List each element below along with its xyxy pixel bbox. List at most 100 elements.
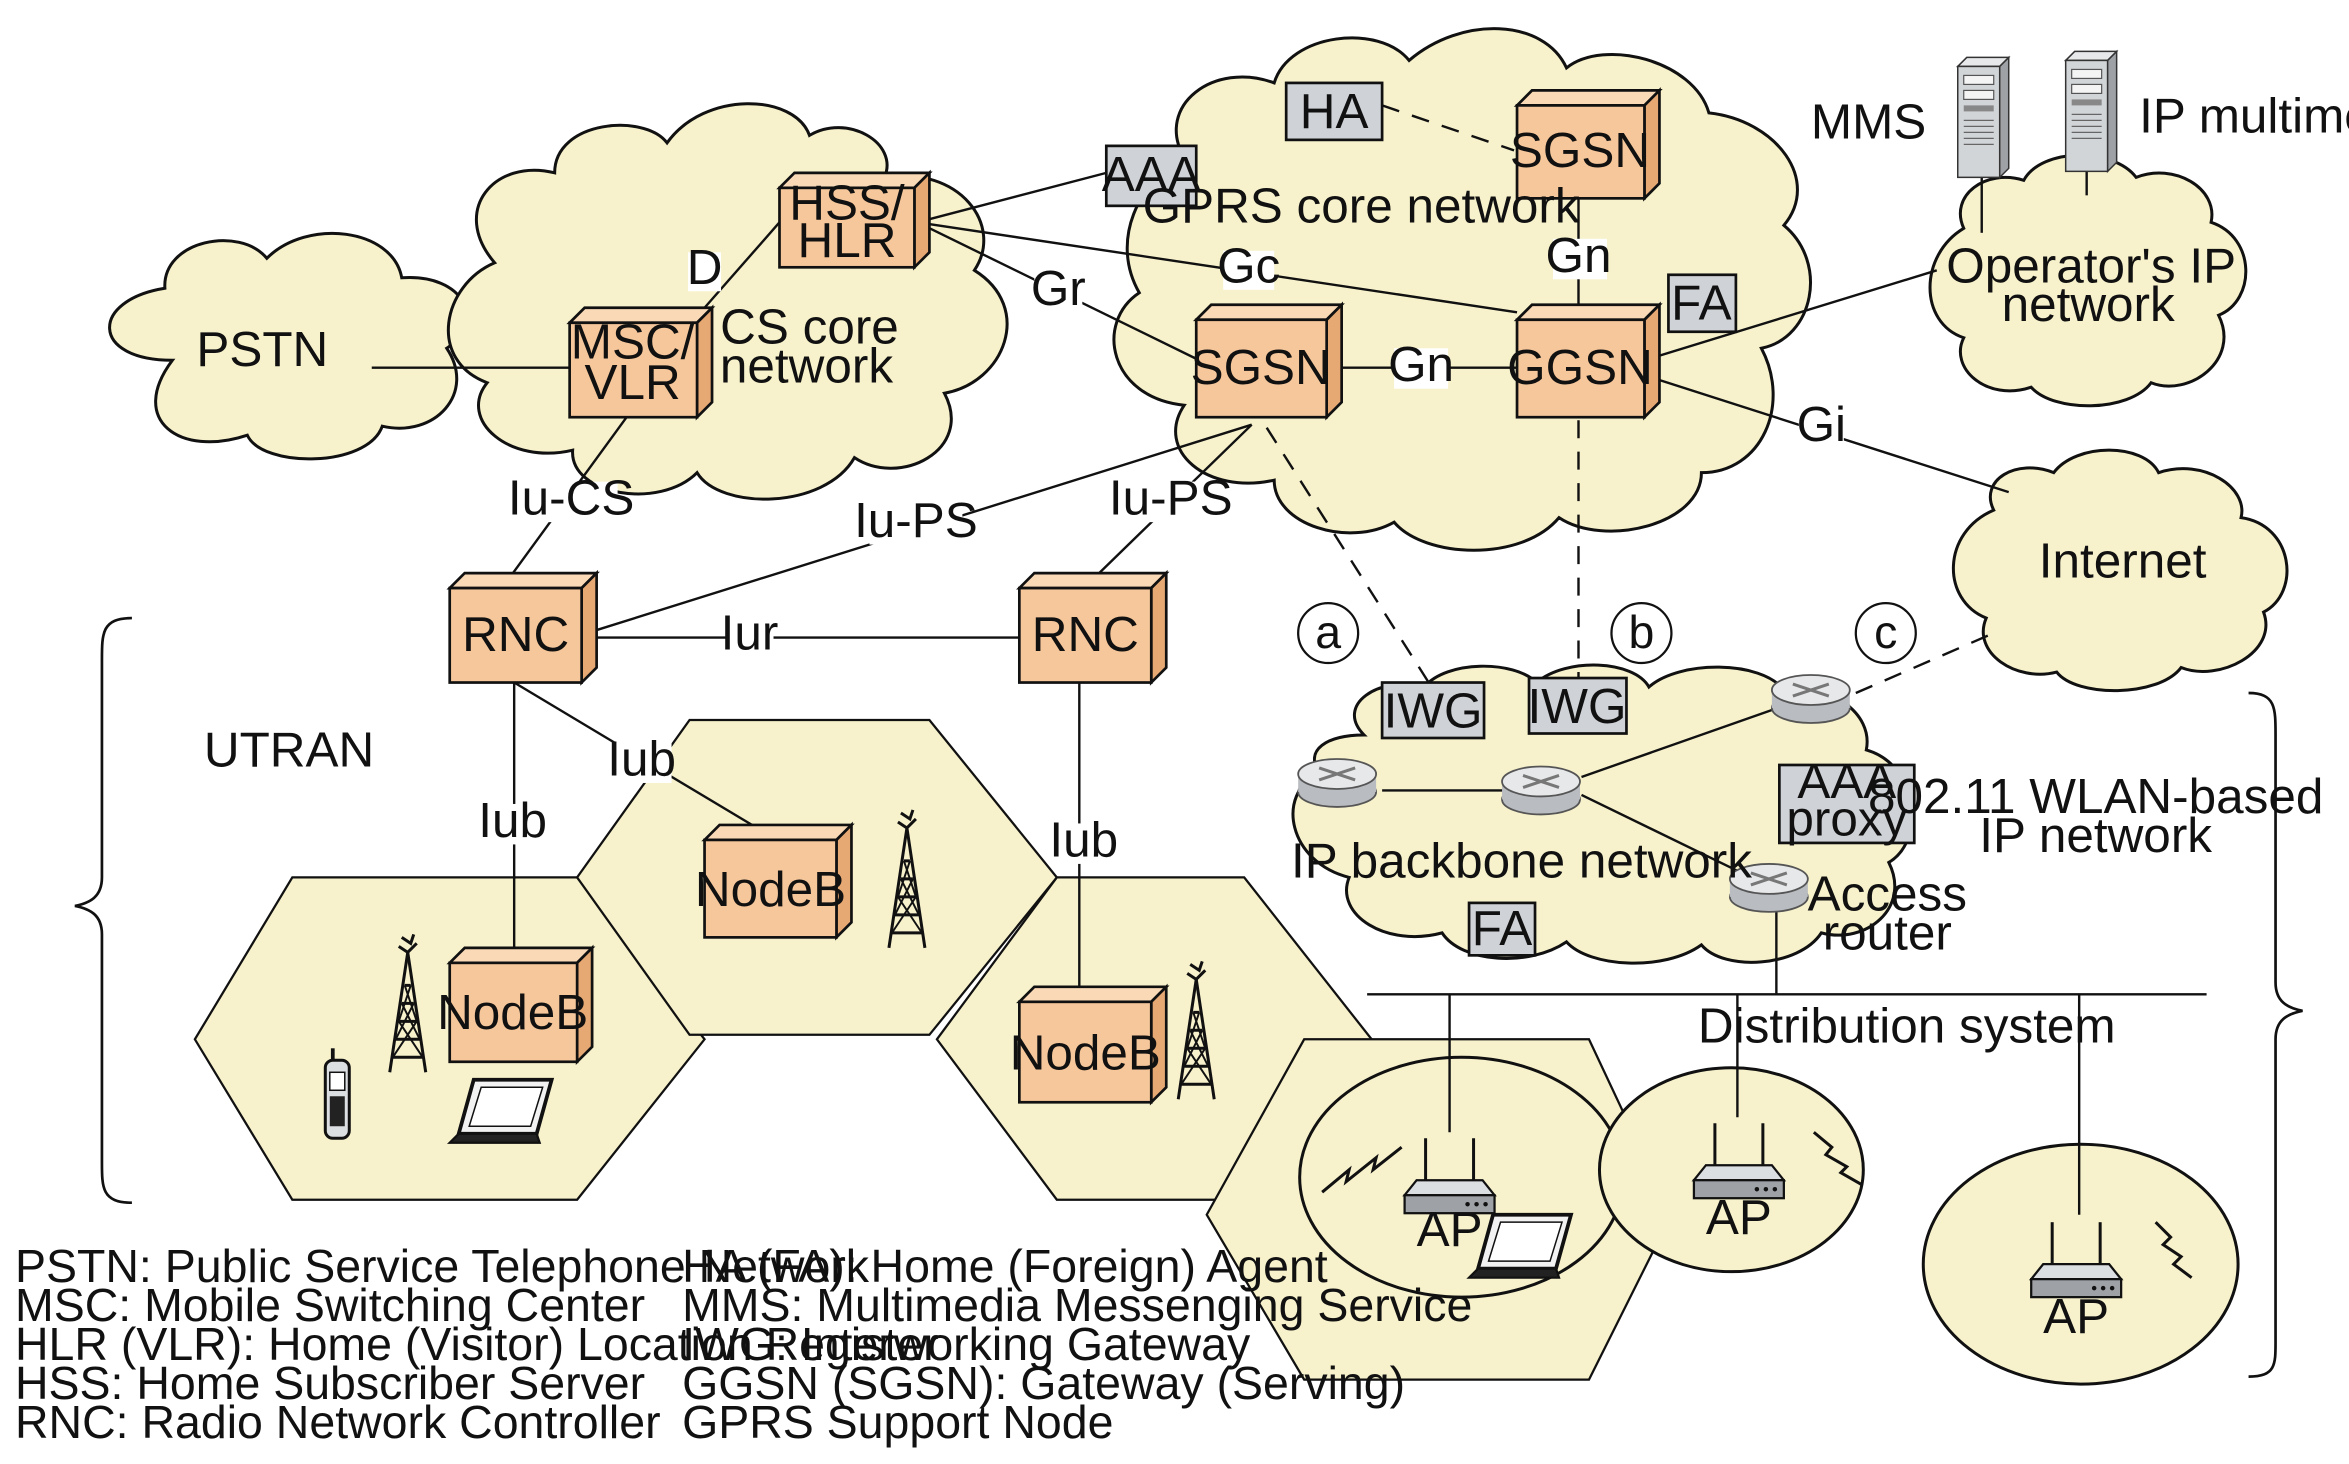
aaa-proxy-label-line2: proxy xyxy=(1786,791,1907,846)
legend-left: PSTN: Public Service Telephone Network M… xyxy=(15,1240,939,1448)
aaa-label: AAA xyxy=(1102,147,1201,202)
operator-ip-label-line2: network xyxy=(2002,277,2175,332)
node-msc-vlr: MSC/ VLR xyxy=(566,304,716,421)
utran-label: UTRAN xyxy=(204,722,374,777)
interface-iu-ps-left-label: Iu-PS xyxy=(854,493,978,548)
legend-item: MSC: Mobile Switching Center xyxy=(15,1279,645,1331)
wlan-label-line1: 802.11 WLAN-based xyxy=(1868,769,2323,824)
rnc-right-label: RNC xyxy=(1032,607,1139,662)
option-b-label: b xyxy=(1629,606,1655,658)
legend-item: HSS: Home Subscriber Server xyxy=(15,1357,645,1409)
wireless-signals xyxy=(1321,1131,2193,1279)
interface-gc-label: Gc xyxy=(1217,238,1280,293)
node-rnc-left: RNC xyxy=(446,569,600,686)
ip-multimedia-label: IP multimedia xyxy=(2139,88,2349,143)
ip-backbone-label: IP backbone network xyxy=(1291,833,1752,888)
interface-iu-cs-label: Iu-CS xyxy=(508,471,634,526)
node-nodeb-1: NodeB xyxy=(437,944,596,1066)
interface-gi-label: Gi xyxy=(1797,397,1846,452)
router-icon xyxy=(1296,757,1378,809)
distribution-system-label: Distribution system xyxy=(1698,998,2116,1053)
ap-3-label: AP xyxy=(2043,1289,2109,1344)
msc-vlr-label-line2: VLR xyxy=(584,355,680,410)
legend-item: RNC: Radio Network Controller xyxy=(15,1396,661,1448)
ip-multimedia-server-icon xyxy=(2064,50,2118,173)
mms-label: MMS xyxy=(1811,94,1926,149)
nodeb-3-label: NodeB xyxy=(1010,1025,1161,1080)
box-iwg-2: IWG xyxy=(1528,676,1628,735)
wlan-brace xyxy=(2248,691,2303,1378)
interface-iub-2-label: Iub xyxy=(607,731,676,786)
gprs-core-label: GPRS core network xyxy=(1143,178,1580,233)
nodeb-1-label: NodeB xyxy=(437,985,588,1040)
hss-hlr-label-line2: HLR xyxy=(797,213,896,268)
legend-item: GPRS Support Node xyxy=(682,1396,1113,1448)
connections xyxy=(371,165,2207,1215)
box-iwg-1: IWG xyxy=(1380,681,1486,740)
utran-brace xyxy=(74,616,132,1205)
interface-iur-label: Iur xyxy=(721,606,779,661)
rnc-left-label: RNC xyxy=(462,607,569,662)
router-icon xyxy=(1770,673,1852,725)
aaa-proxy-label-line1: AAA xyxy=(1797,754,1896,809)
ap-2-label: AP xyxy=(1706,1190,1772,1245)
node-hss-hlr: HSS/ HLR xyxy=(776,169,933,271)
sgsn-top-label: SGSN xyxy=(1510,123,1650,178)
box-aaa-proxy: AAA proxy xyxy=(1778,754,1916,846)
option-circle-b: b xyxy=(1610,601,1673,665)
ggsn-label: GGSN xyxy=(1507,340,1653,395)
node-rnc-right: RNC xyxy=(1016,569,1170,686)
node-sgsn-main: SGSN xyxy=(1191,301,1345,421)
sgsn-main-label: SGSN xyxy=(1191,340,1331,395)
fa-core-label: FA xyxy=(1671,276,1731,331)
option-circle-c: c xyxy=(1854,601,1917,665)
pstn-label: PSTN xyxy=(196,322,328,377)
wlan-label-line2: IP network xyxy=(1979,808,2212,863)
interface-d-label: D xyxy=(687,240,723,295)
iwg-2-label: IWG xyxy=(1528,679,1627,734)
legend-item: HLR (VLR): Home (Visitor) Location Regis… xyxy=(15,1318,939,1370)
internet-label: Internet xyxy=(2039,534,2207,589)
option-a-label: a xyxy=(1315,606,1341,658)
option-c-label: c xyxy=(1874,606,1897,658)
legend-item: PSTN: Public Service Telephone Network xyxy=(15,1240,870,1292)
box-fa-backbone: FA xyxy=(1467,901,1537,957)
fa-backbone-label: FA xyxy=(1472,901,1532,956)
interface-iub-3-label: Iub xyxy=(1049,812,1118,867)
interface-iu-ps-right-label: Iu-PS xyxy=(1109,471,1233,526)
interface-gr-label: Gr xyxy=(1031,261,1086,316)
dashed-links xyxy=(1265,104,1995,695)
hss-hlr-label-line1: HSS/ xyxy=(789,175,905,230)
legend-item: GGSN (SGSN): Gateway (Serving) xyxy=(682,1357,1405,1409)
interface-gn-horizontal-label: Gn xyxy=(1388,337,1454,392)
cs-core-label-line2: network xyxy=(720,339,893,394)
legend-item: MMS: Multimedia Messenging Service xyxy=(682,1279,1472,1331)
iwg-1-label: IWG xyxy=(1384,684,1483,739)
interface-gn-vertical-label: Gn xyxy=(1545,228,1611,283)
ha-label: HA xyxy=(1300,84,1369,139)
legend-item: HA (FA): Home (Foreign) Agent xyxy=(682,1240,1328,1292)
option-circle-a: a xyxy=(1297,601,1360,665)
mobile-phone-icon xyxy=(323,1046,352,1141)
ap-1-label: AP xyxy=(1417,1202,1483,1257)
interface-iub-1-label: Iub xyxy=(478,793,547,848)
mms-server-icon xyxy=(1957,56,2010,179)
nodeb-2-label: NodeB xyxy=(695,862,846,917)
box-aaa: AAA xyxy=(1102,144,1201,208)
access-router-label-line1: Access xyxy=(1808,866,1967,921)
legend-item: IWG: Interworking Gateway xyxy=(682,1318,1251,1370)
operator-ip-label-line1: Operator's IP xyxy=(1946,238,2236,293)
msc-vlr-label-line1: MSC/ xyxy=(571,315,695,370)
node-nodeb-2: NodeB xyxy=(695,821,855,941)
box-fa-core: FA xyxy=(1667,273,1738,334)
box-ha: HA xyxy=(1284,81,1384,142)
node-ggsn: GGSN xyxy=(1507,301,1663,421)
router-icon xyxy=(1500,764,1582,816)
cs-core-label-line1: CS core xyxy=(720,300,899,355)
node-nodeb-3: NodeB xyxy=(1010,983,1170,1106)
operator-ip-cloud xyxy=(1928,153,2248,408)
legend-right: HA (FA): Home (Foreign) Agent MMS: Multi… xyxy=(682,1240,1472,1448)
access-router-label-line2: router xyxy=(1823,905,1952,960)
node-sgsn-top: SGSN xyxy=(1510,87,1663,202)
